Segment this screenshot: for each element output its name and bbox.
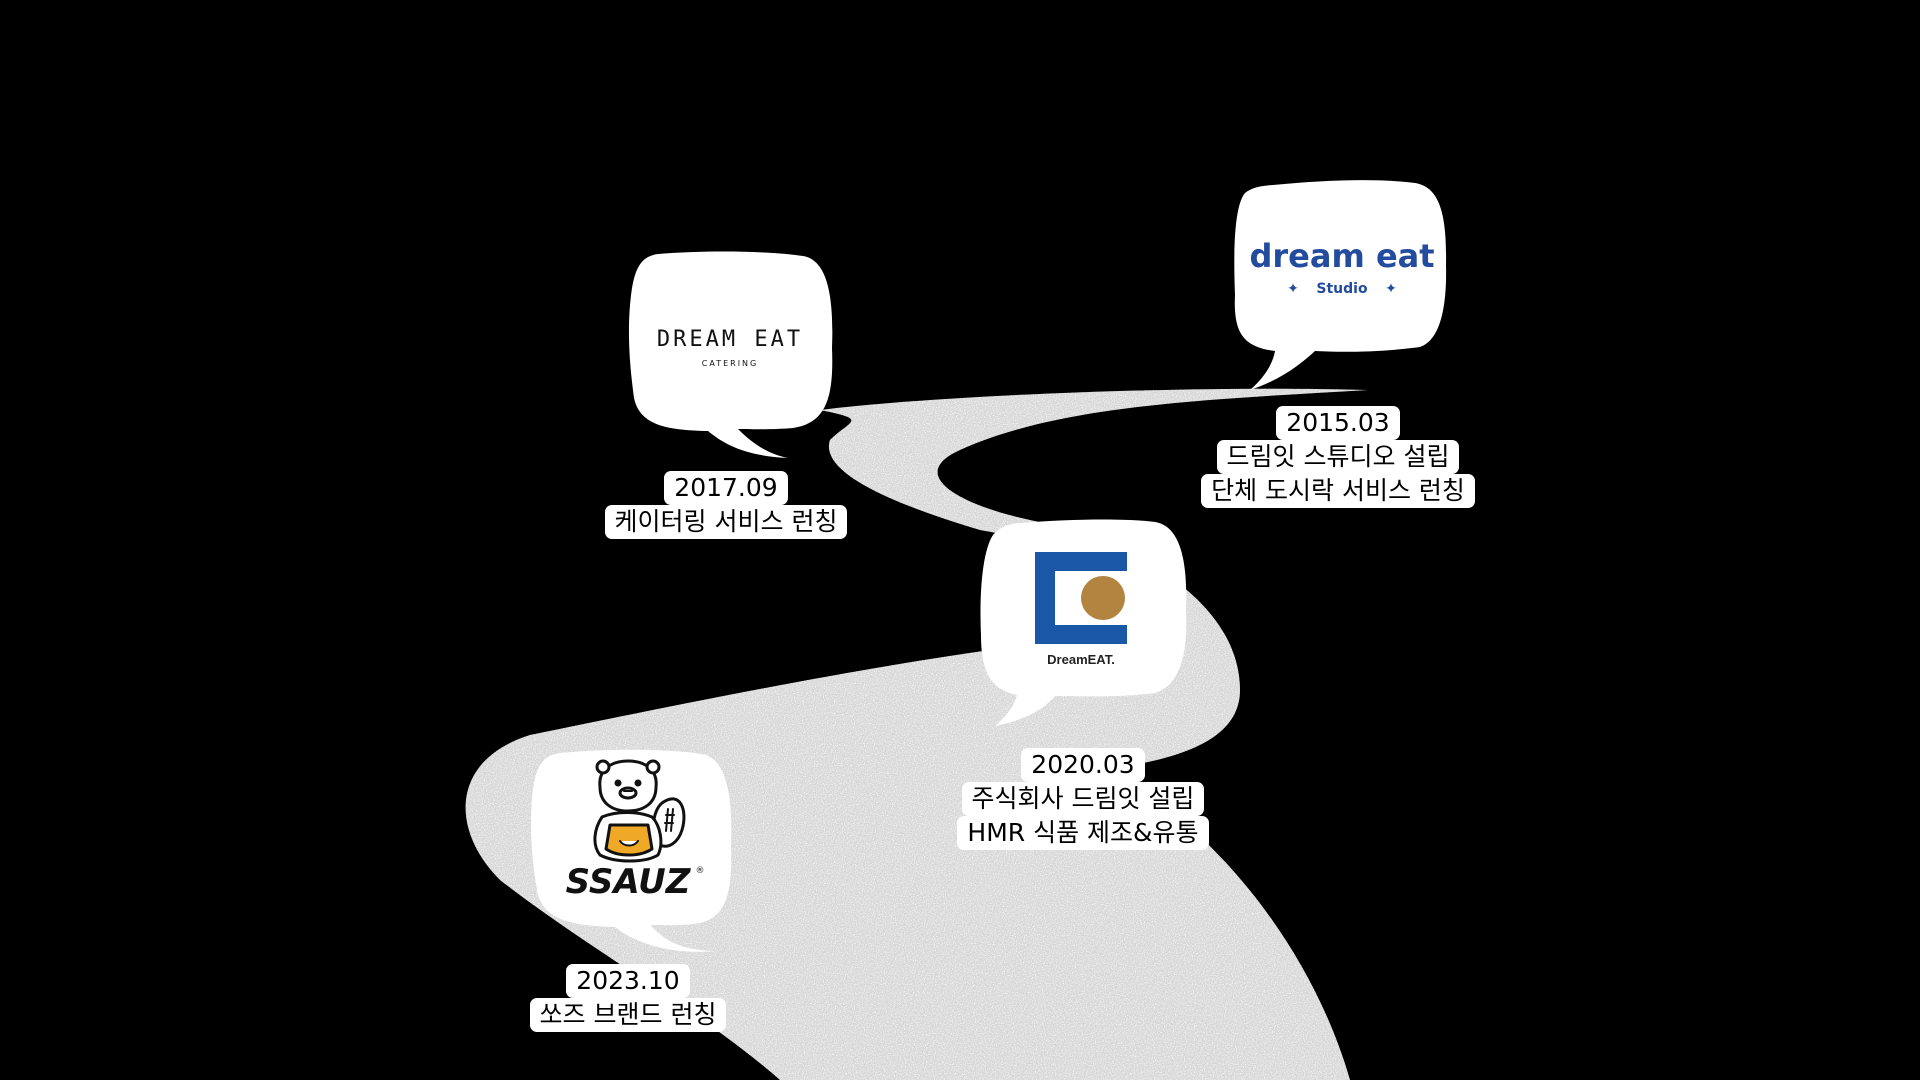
beaver-mascot-icon [593,759,686,863]
speech-bubble-ssauz: SSAUZ ® [531,749,732,952]
studio-subword: Studio [1316,281,1368,297]
studio-sparkle-left: ✦ [1287,281,1299,297]
bubble-shape [628,251,833,458]
milestone-2023: 2023.10 쏘즈 브랜드 런칭 [490,964,766,1032]
bubble-shape [1234,180,1447,390]
milestone-line: 쏘즈 브랜드 런칭 [529,998,727,1032]
milestone-line: HMR 식품 제조&유통 [957,816,1209,850]
milestone-date: 2015.03 [1276,406,1400,440]
milestone-caption: 2020.03 주식회사 드림잇 설립 HMR 식품 제조&유통 [957,748,1209,850]
milestone-caption: 2017.09 케이터링 서비스 런칭 [604,471,848,539]
milestone-caption: 2015.03 드림잇 스튜디오 설립 단체 도시락 서비스 런칭 [1201,406,1475,508]
milestone-2017: 2017.09 케이터링 서비스 런칭 [588,471,864,539]
studio-wordmark: dream eat [1249,237,1434,275]
speech-bubble-studio: dream eat ✦ Studio ✦ [1234,180,1447,390]
milestone-2020: 2020.03 주식회사 드림잇 설립 HMR 식품 제조&유통 [945,748,1221,850]
studio-sparkle-right: ✦ [1385,281,1397,297]
catering-wordmark: DREAM EAT [657,327,803,352]
corporate-wordmark: DreamEAT. [1047,652,1115,667]
milestone-caption: 2023.10 쏘즈 브랜드 런칭 [529,964,727,1032]
milestone-line: 드림잇 스튜디오 설립 [1216,440,1460,474]
ssauz-wordmark: SSAUZ [566,862,692,902]
milestone-line: 단체 도시락 서비스 런칭 [1201,474,1475,508]
speech-bubble-corporate: DreamEAT. [980,519,1187,726]
speech-bubble-catering: DREAM EAT CATERING [628,251,833,458]
ssauz-registered-mark: ® [696,866,705,876]
milestone-line: 주식회사 드림잇 설립 [961,782,1205,816]
catering-subword: CATERING [702,359,758,368]
dreameat-logo-circle [1081,576,1125,620]
milestone-date: 2020.03 [1021,748,1145,782]
milestone-line: 케이터링 서비스 런칭 [604,505,848,539]
milestone-2015: 2015.03 드림잇 스튜디오 설립 단체 도시락 서비스 런칭 [1200,406,1476,508]
milestone-date: 2023.10 [566,964,690,998]
milestone-date: 2017.09 [664,471,788,505]
